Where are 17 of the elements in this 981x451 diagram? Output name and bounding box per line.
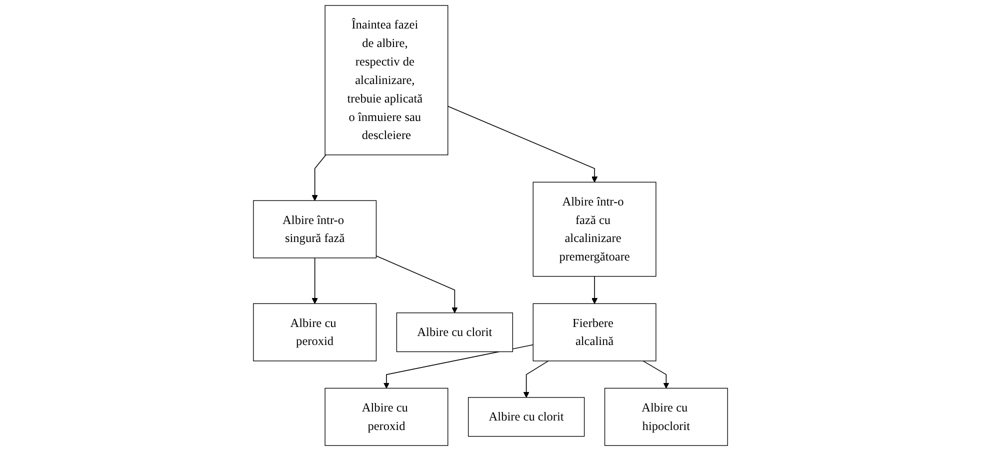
arrow — [312, 154, 326, 201]
node-box: Albire cu peroxid — [253, 303, 377, 362]
arrow — [642, 360, 670, 388]
node-box: Fierbere alcalină — [532, 303, 656, 362]
node-box: Albire cu clorit — [396, 312, 513, 352]
arrow — [376, 256, 458, 314]
node-box: Albire într-o singură fază — [253, 200, 377, 258]
arrow — [523, 360, 549, 398]
node-box: Înaintea fazei de albire, respectiv de alcalinizare, trebuie aplicată o înmuiere sau descleiere — [324, 5, 448, 156]
arrow — [312, 258, 318, 304]
arrow — [383, 344, 534, 388]
node-box: Albire cu clorit — [468, 397, 585, 437]
node-box: Albire într-o fază cu alcalinizare premergătoare — [532, 182, 656, 277]
node-box: Albire cu hipoclorit — [604, 388, 728, 446]
node-box: Albire cu peroxid — [324, 388, 448, 446]
arrow — [592, 276, 598, 304]
arrow — [447, 106, 598, 182]
